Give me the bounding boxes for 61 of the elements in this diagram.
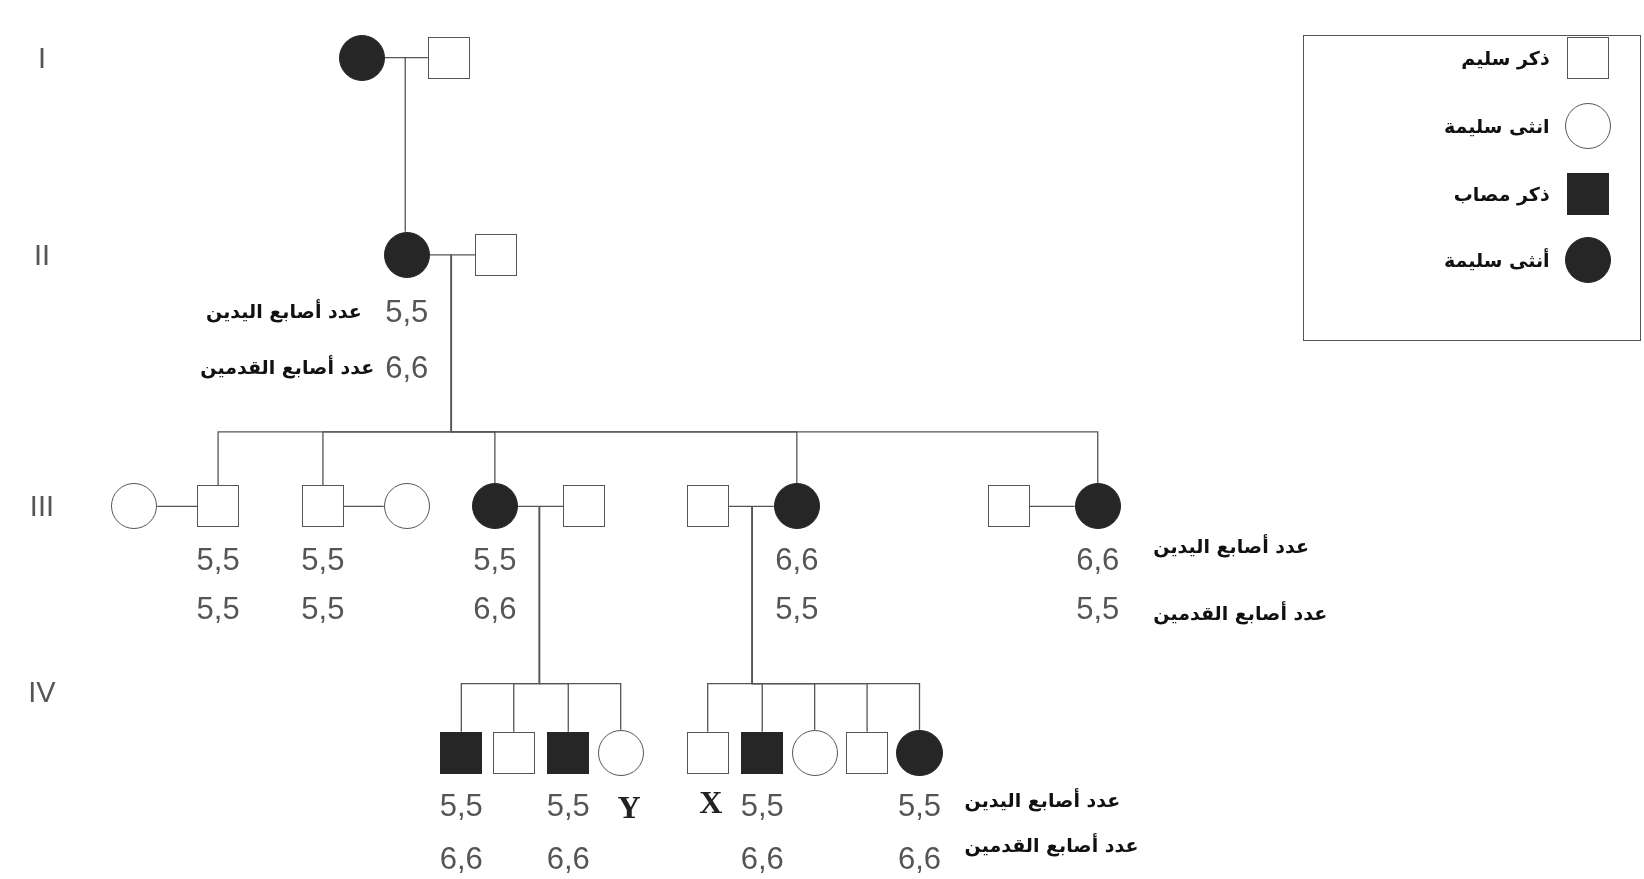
row-label: عدد أصابع اليدين [964, 790, 1121, 810]
male-symbol [686, 731, 729, 774]
male-symbol [492, 731, 535, 774]
male-symbol [686, 485, 729, 528]
male-symbol [474, 233, 517, 276]
legend-text: انثى سليمة [1443, 116, 1550, 136]
legend-text: أنثى سليمة [1443, 250, 1550, 270]
generation-label: IV [28, 677, 56, 707]
finger-count: 5,5 [546, 789, 590, 821]
male-symbol [987, 485, 1030, 528]
finger-count: 6,6 [385, 351, 429, 383]
finger-count: 5,5 [439, 789, 483, 821]
couple-line [728, 505, 775, 508]
male-symbol [563, 485, 605, 528]
male-symbol [846, 731, 889, 774]
affected-male-symbol [547, 731, 590, 774]
couple-line [429, 254, 476, 256]
row-label: عدد أصابع اليدين [206, 301, 362, 321]
affected-male-symbol [440, 731, 483, 774]
couple-line [343, 505, 385, 508]
finger-count: 5,5 [897, 789, 942, 821]
finger-count: 5,5 [385, 295, 429, 327]
generation-label: I [37, 43, 46, 73]
male-symbol [301, 485, 344, 528]
couple-line [517, 505, 564, 508]
row-label: عدد أصابع اليدين [1153, 536, 1309, 556]
descent-line [404, 57, 406, 233]
legend-text: ذكر سليم [1461, 48, 1550, 68]
generation-label: III [29, 491, 54, 521]
finger-count: 6,6 [740, 842, 784, 874]
finger-count: 6,6 [473, 592, 517, 624]
couple-line [1028, 505, 1076, 508]
finger-count: 6,6 [546, 842, 590, 874]
legend-text: ذكر مصاب [1453, 184, 1550, 204]
finger-count: 5,5 [301, 543, 345, 575]
affected-male-symbol [741, 731, 784, 774]
row-label: عدد أصابع القدمين [964, 835, 1139, 855]
couple-line [384, 57, 429, 59]
letter-label: Y [617, 791, 641, 824]
finger-count: 6,6 [439, 842, 483, 874]
finger-count: 6,6 [1076, 543, 1120, 575]
descent-line [538, 505, 622, 731]
descent-line [450, 254, 1099, 484]
finger-count: 6,6 [775, 543, 819, 575]
finger-count: 5,5 [196, 592, 240, 624]
affected-female-symbol [896, 729, 943, 776]
finger-count: 6,6 [897, 842, 942, 874]
finger-count: 5,5 [196, 543, 240, 575]
finger-count: 5,5 [1076, 592, 1120, 624]
finger-count: 5,5 [740, 789, 784, 821]
generation-label: II [33, 240, 50, 270]
finger-count: 5,5 [473, 543, 517, 575]
descent-line [751, 505, 921, 731]
row-label: عدد أصابع القدمين [1153, 603, 1328, 623]
finger-count: 5,5 [301, 592, 345, 624]
letter-label: X [699, 786, 723, 819]
couple-line [156, 505, 198, 508]
male-symbol [427, 36, 470, 79]
row-label: عدد أصابع القدمين [200, 357, 375, 377]
male-symbol [197, 485, 240, 528]
finger-count: 5,5 [775, 592, 819, 624]
